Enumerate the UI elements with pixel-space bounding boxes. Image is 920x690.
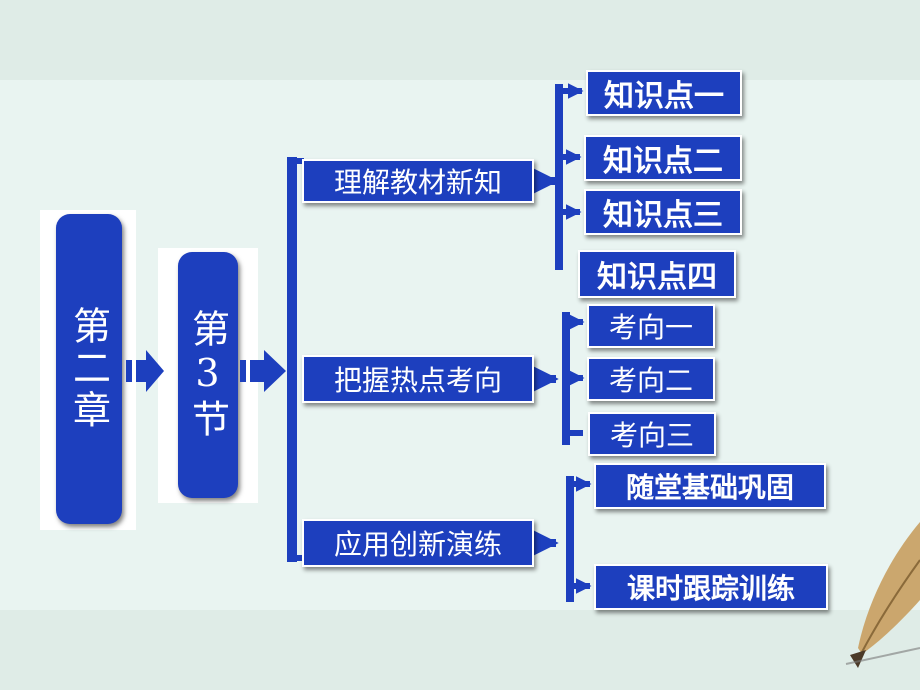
practice-homework: 课时跟踪训练: [594, 564, 828, 610]
branch-box-application-practice: 应用创新演练: [302, 519, 534, 567]
branch-label: 把握热点考向: [333, 364, 502, 397]
branch-label: 应用创新演练: [333, 528, 502, 561]
branch-2-connectors: [531, 312, 585, 445]
branch-box-understand-textbook: 理解教材新知: [302, 159, 534, 203]
exam-direction-1: 考向一: [587, 304, 715, 348]
knowledge-point-3: 知识点三: [584, 189, 742, 235]
branch-label: 理解教材新知: [333, 166, 502, 199]
section-box: 第3节: [178, 252, 238, 498]
knowledge-point-1: 知识点一: [586, 70, 742, 116]
exam-direction-3: 考向三: [588, 412, 716, 456]
branch-3-connectors: [531, 476, 592, 602]
branch-box-hot-topics: 把握热点考向: [302, 355, 534, 403]
knowledge-point-4: 知识点四: [578, 250, 736, 298]
exam-direction-2: 考向二: [587, 357, 715, 401]
branch-1-connectors: [531, 83, 584, 270]
chapter-box: 第二章: [56, 214, 122, 524]
practice-in-class: 随堂基础巩固: [594, 463, 826, 509]
chapter-label: 第二章: [66, 306, 111, 432]
section-to-branch-arrow: [240, 350, 286, 392]
section-label: 第3节: [185, 309, 230, 441]
knowledge-point-2: 知识点二: [584, 135, 742, 181]
chapter-to-section-arrow: [126, 350, 164, 392]
